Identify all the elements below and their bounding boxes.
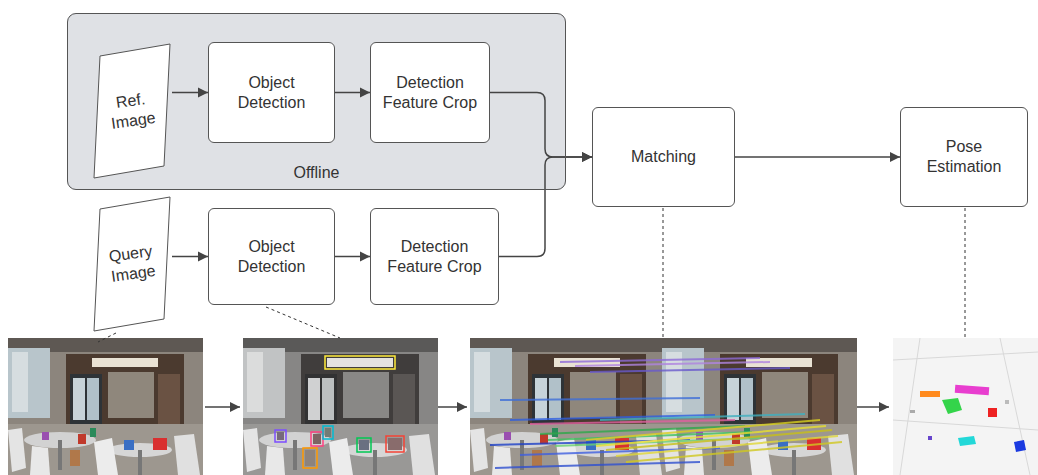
node-label: Query Image — [101, 240, 162, 287]
image-card: Query Image — [92, 195, 172, 333]
process-box: Pose Estimation — [900, 107, 1028, 207]
band-fill — [67, 13, 566, 190]
process-box: Detection Feature Crop — [370, 42, 490, 143]
offline-band: OfflineRef. ImageObject DetectionDetecti… — [67, 13, 566, 190]
node-label: Object Detection — [226, 237, 318, 277]
process-box: Object Detection — [208, 42, 335, 143]
connector-arrow — [335, 92, 370, 94]
connector-arrow — [735, 156, 900, 158]
process-box: Matching — [592, 107, 735, 207]
connector-arrow — [499, 157, 592, 257]
node-label: Detection Feature Crop — [378, 73, 482, 113]
node-label: Object Detection — [226, 73, 318, 113]
node-label: Detection Feature Crop — [383, 237, 487, 277]
node-label: Pose Estimation — [914, 137, 1014, 177]
process-box: Detection Feature Crop — [370, 208, 499, 305]
node-label: Matching — [631, 147, 696, 167]
connector-arrow — [335, 256, 370, 258]
connector-arrow — [172, 92, 208, 94]
connector-arrow — [172, 256, 208, 258]
process-box: Object Detection — [208, 208, 335, 305]
connector-arrow — [490, 93, 592, 158]
image-card: Ref. Image — [92, 42, 172, 180]
node-label: Ref. Image — [101, 87, 162, 134]
